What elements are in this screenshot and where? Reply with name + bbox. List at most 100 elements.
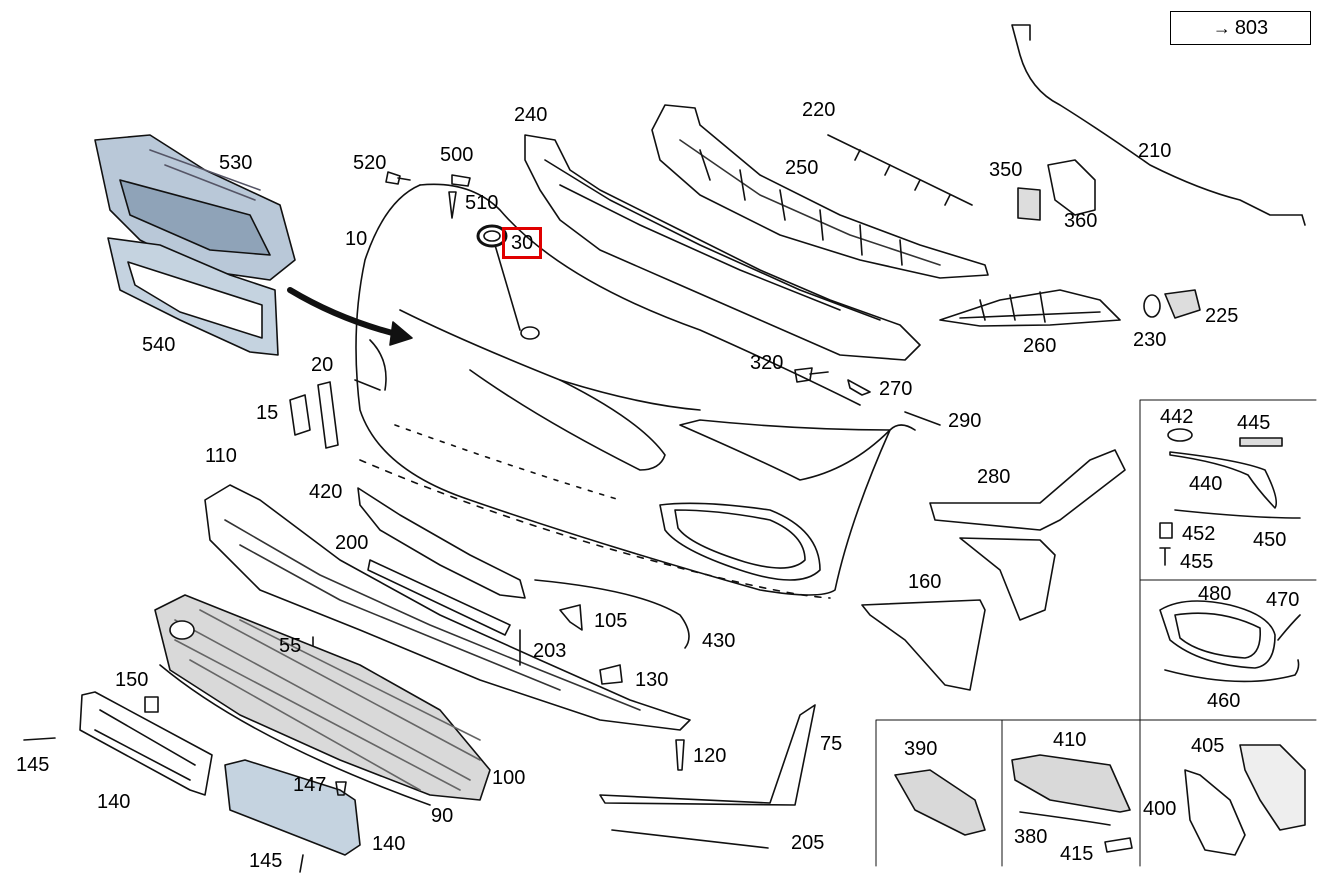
strip-220[interactable] <box>827 134 973 206</box>
trim-205[interactable] <box>611 829 769 849</box>
trim-440[interactable] <box>1169 451 1278 509</box>
callout-350[interactable]: 350 <box>989 159 1023 181</box>
callout-410[interactable]: 410 <box>1053 729 1087 751</box>
side-bracket-260[interactable] <box>939 289 1121 327</box>
callout-480[interactable]: 480 <box>1198 583 1232 605</box>
callout-205[interactable]: 205 <box>791 832 825 854</box>
license-plate-bracket-140a[interactable] <box>79 691 213 796</box>
callout-145a[interactable]: 145 <box>16 754 50 776</box>
sensor-clip-500[interactable] <box>451 174 471 187</box>
air-duct-530[interactable] <box>94 134 296 281</box>
clip-270[interactable] <box>847 379 871 396</box>
emblem-442[interactable] <box>1167 428 1193 442</box>
grille-390[interactable] <box>894 769 986 836</box>
bolt-520[interactable] <box>385 171 411 185</box>
callout-203[interactable]: 203 <box>533 640 567 662</box>
trim-460[interactable] <box>1164 659 1300 683</box>
callout-210[interactable]: 210 <box>1138 140 1172 162</box>
parking-sensor-225[interactable] <box>1164 289 1201 319</box>
screw-510[interactable] <box>448 191 457 219</box>
reference-box-803[interactable]: → 803 <box>1170 11 1311 45</box>
callout-140a[interactable]: 140 <box>97 791 131 813</box>
emblem-mount-30[interactable] <box>476 224 508 248</box>
callout-20[interactable]: 20 <box>311 354 334 376</box>
module-350[interactable] <box>1017 187 1041 221</box>
callout-415[interactable]: 415 <box>1060 843 1094 865</box>
callout-290[interactable]: 290 <box>948 410 982 432</box>
bracket-400[interactable] <box>1184 769 1246 856</box>
callout-455[interactable]: 455 <box>1180 551 1214 573</box>
callout-500[interactable]: 500 <box>440 144 474 166</box>
strip-200[interactable] <box>367 559 511 636</box>
clip-105[interactable] <box>559 604 583 631</box>
callout-405[interactable]: 405 <box>1191 735 1225 757</box>
bracket-405[interactable] <box>1239 744 1306 831</box>
air-duct-540[interactable] <box>107 237 279 356</box>
callout-15[interactable]: 15 <box>256 402 279 424</box>
callout-30-selected[interactable]: 30 <box>502 227 543 259</box>
bumper-cover-10[interactable] <box>354 183 916 599</box>
trim-75[interactable] <box>599 704 816 806</box>
callout-450[interactable]: 450 <box>1253 529 1287 551</box>
plate-carrier-140b[interactable] <box>224 759 361 856</box>
callout-445[interactable]: 445 <box>1237 412 1271 434</box>
callout-430[interactable]: 430 <box>702 630 736 652</box>
bracket-160[interactable] <box>861 599 986 691</box>
callout-530[interactable]: 530 <box>219 152 253 174</box>
screw-455[interactable] <box>1159 547 1171 566</box>
impact-absorber-250[interactable] <box>651 104 989 279</box>
callout-360[interactable]: 360 <box>1064 210 1098 232</box>
callout-442[interactable]: 442 <box>1160 406 1194 428</box>
callout-225[interactable]: 225 <box>1205 305 1239 327</box>
trim-430[interactable] <box>534 579 690 649</box>
bumper-bracket-240[interactable] <box>524 134 921 361</box>
callout-120[interactable]: 120 <box>693 745 727 767</box>
callout-130[interactable]: 130 <box>635 669 669 691</box>
trim-290[interactable] <box>904 411 941 426</box>
clip-130[interactable] <box>599 664 623 685</box>
part-445[interactable] <box>1239 437 1283 447</box>
callout-260[interactable]: 260 <box>1023 335 1057 357</box>
callout-520[interactable]: 520 <box>353 152 387 174</box>
callout-75[interactable]: 75 <box>820 733 843 755</box>
callout-540[interactable]: 540 <box>142 334 176 356</box>
nut-150[interactable] <box>144 696 159 713</box>
callout-10[interactable]: 10 <box>345 228 368 250</box>
callout-160[interactable]: 160 <box>908 571 942 593</box>
callout-110[interactable]: 110 <box>205 445 237 467</box>
callout-240[interactable]: 240 <box>514 104 548 126</box>
bracket-360[interactable] <box>1047 159 1096 216</box>
callout-510[interactable]: 510 <box>465 192 499 214</box>
bracket-15[interactable] <box>289 394 311 436</box>
callout-140b[interactable]: 140 <box>372 833 406 855</box>
callout-250[interactable]: 250 <box>785 157 819 179</box>
callout-200[interactable]: 200 <box>335 532 369 554</box>
bracket-20[interactable] <box>317 381 339 449</box>
strip-450[interactable] <box>1174 509 1301 519</box>
callout-90[interactable]: 90 <box>431 805 454 827</box>
clip-147[interactable] <box>335 781 347 796</box>
callout-220[interactable]: 220 <box>802 99 836 121</box>
callout-460[interactable]: 460 <box>1207 690 1241 712</box>
callout-230[interactable]: 230 <box>1133 329 1167 351</box>
callout-320[interactable]: 320 <box>750 352 784 374</box>
wiring-harness-210[interactable] <box>1011 24 1306 226</box>
callout-452[interactable]: 452 <box>1182 523 1216 545</box>
callout-145b[interactable]: 145 <box>249 850 283 872</box>
trim-470[interactable] <box>1277 614 1301 641</box>
callout-100[interactable]: 100 <box>492 767 526 789</box>
clip-120[interactable] <box>675 739 685 771</box>
grille-410[interactable] <box>1011 754 1131 813</box>
callout-440[interactable]: 440 <box>1189 473 1223 495</box>
mesh-grille-100[interactable] <box>154 594 491 801</box>
callout-420[interactable]: 420 <box>309 481 343 503</box>
callout-105[interactable]: 105 <box>594 610 628 632</box>
strip-90[interactable] <box>159 664 431 806</box>
nut-452[interactable] <box>1159 522 1173 539</box>
callout-55[interactable]: 55 <box>279 635 302 657</box>
callout-150[interactable]: 150 <box>115 669 149 691</box>
part-415[interactable] <box>1104 837 1133 853</box>
trim-strip-420[interactable] <box>357 487 526 599</box>
sensor-ring-230[interactable] <box>1143 294 1161 318</box>
lower-grille-110[interactable] <box>204 484 691 731</box>
